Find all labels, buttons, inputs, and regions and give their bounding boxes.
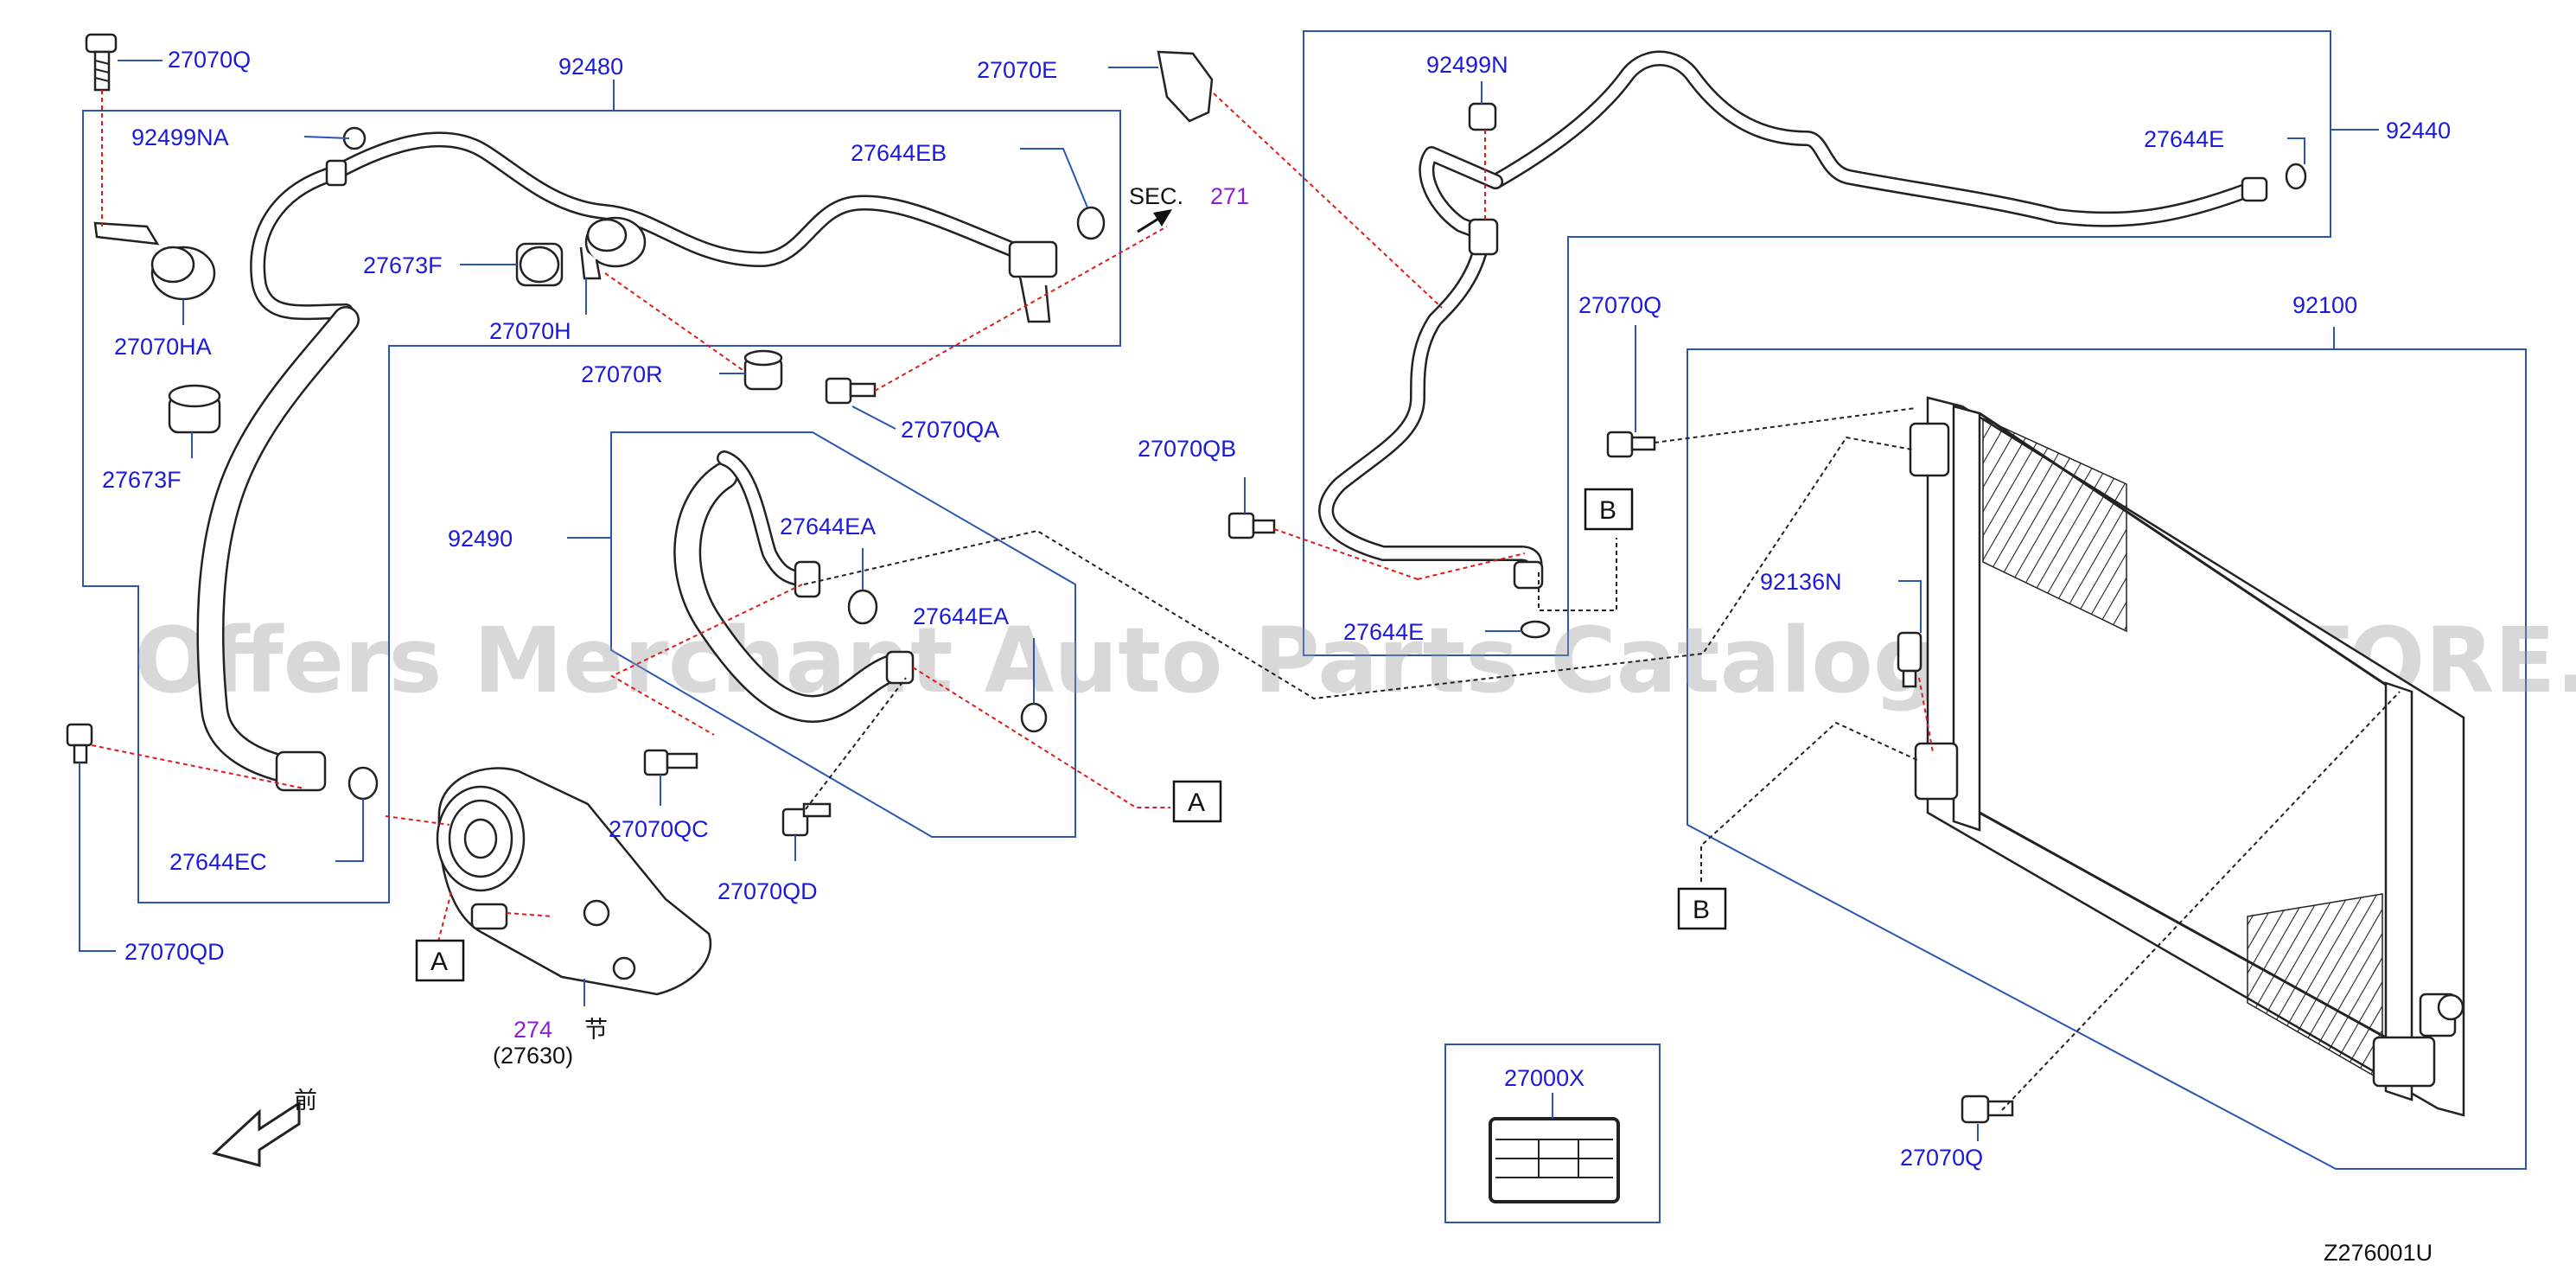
cap-92499N (1468, 102, 1497, 131)
svg-text:A: A (1188, 788, 1205, 817)
sec-271-arrow (1137, 209, 1172, 233)
compressor-274 (436, 767, 712, 996)
svg-text:A: A (430, 948, 448, 976)
o-ring-27644EC (348, 766, 379, 801)
svg-text:B: B (1693, 896, 1710, 924)
callout-a-right: A (1172, 780, 1222, 823)
label-27070Q-mid: 27070Q (1578, 292, 1661, 318)
label-92499N: 92499N (1426, 52, 1508, 78)
frame-92100 (1687, 348, 2527, 1170)
label-92440: 92440 (2386, 118, 2451, 144)
bolt-27070QD-left (66, 723, 93, 764)
bolt-27070QB (1227, 512, 1276, 539)
frame-27000X (1444, 1044, 1661, 1223)
label-27070Q-top: 27070Q (168, 47, 251, 73)
label-27070QB: 27070QB (1138, 436, 1236, 462)
label-27644EB: 27644EB (851, 140, 947, 166)
condenser-92100 (1909, 396, 2465, 1117)
label-27070QA: 27070QA (901, 417, 999, 443)
label-92480: 92480 (558, 54, 623, 80)
callout-a-left: A (415, 939, 465, 982)
label-sec: SEC. (1129, 183, 1183, 209)
o-ring-27644EB (1076, 206, 1106, 240)
clamp-27070H (579, 216, 647, 280)
clamp-27070HA (93, 221, 216, 301)
grommet-27673F-b (515, 242, 564, 287)
label-27070QC: 27070QC (609, 816, 709, 842)
label-27673F-a: 27673F (363, 252, 443, 278)
callout-b-top: B (1584, 488, 1634, 531)
blue-leaders (79, 60, 2379, 1141)
label-27070QD-left: 27070QD (124, 939, 225, 965)
frame-92490 (610, 431, 1076, 838)
label-27000X-plate (1489, 1117, 1620, 1203)
callout-b-bottom: B (1677, 887, 1727, 930)
pipe-92440-group (1318, 50, 2268, 590)
label-27070E: 27070E (977, 57, 1057, 83)
bolt-27070QA (825, 377, 877, 405)
bracket-27070E (1157, 50, 1214, 123)
sensor-92136N (1897, 631, 1922, 688)
diagram-code: Z276001U (2324, 1240, 2433, 1266)
o-ring-27644EA-b (1020, 702, 1048, 733)
label-compressor-mark: 节 (584, 1017, 608, 1043)
label-27070QD-mid: 27070QD (717, 878, 818, 904)
frame-92440 (1303, 30, 2331, 656)
o-ring-27644EA-a (847, 589, 878, 625)
label-front-mark: 前 (294, 1088, 317, 1114)
label-92100: 92100 (2292, 292, 2357, 318)
label-27673F-b: 27673F (102, 467, 182, 493)
svg-text:B: B (1599, 496, 1616, 525)
label-27644EC: 27644EC (169, 849, 267, 875)
bolt-27070QC (643, 749, 698, 776)
label-27644E: 27644E (2144, 126, 2224, 152)
label-27000X: 27000X (1504, 1065, 1584, 1091)
o-ring-27644ED (1520, 620, 1551, 639)
front-arrow-icon (211, 1101, 301, 1167)
label-27644EA-a: 27644EA (780, 514, 876, 539)
bushing-27070R (743, 349, 783, 391)
label-27644EA-b: 27644EA (913, 603, 1009, 629)
bolt-27070QD-mid (781, 802, 832, 837)
label-compressor-27630: (27630) (493, 1043, 573, 1069)
bolt-27070Q-top (85, 33, 118, 92)
label-compressor-274: 274 (513, 1017, 552, 1043)
label-27644ED: 27644E (1343, 619, 1424, 645)
hose-92490-group (673, 450, 915, 723)
label-92490: 92490 (448, 526, 513, 552)
label-sec-271: 271 (1210, 183, 1249, 209)
black-leaders (803, 407, 2401, 1111)
grommet-27673F-a (168, 384, 221, 434)
label-27070R: 27070R (581, 361, 663, 387)
bolt-27070Q-mid (1606, 431, 1656, 458)
label-27070Q-bottom: 27070Q (1900, 1145, 1983, 1171)
hose-92480-group (196, 131, 1058, 792)
o-ring-27644E (2285, 163, 2307, 190)
label-92499NA: 92499NA (131, 124, 229, 150)
label-92136N: 92136N (1760, 569, 1842, 595)
red-leaders (91, 90, 1934, 952)
bolt-27070Q-bottom (1961, 1095, 2014, 1124)
label-27070HA: 27070HA (114, 334, 212, 360)
frame-92480 (82, 110, 1121, 903)
label-27070H: 27070H (489, 318, 571, 344)
